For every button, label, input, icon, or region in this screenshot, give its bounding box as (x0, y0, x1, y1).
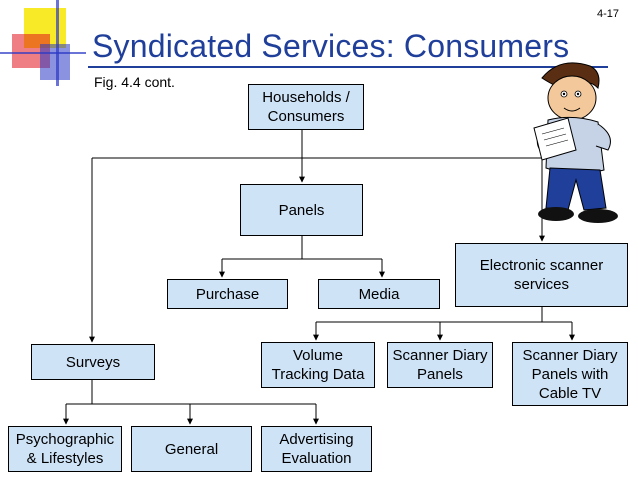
node-scanner-diary-cable: Scanner Diary Panels with Cable TV (512, 342, 628, 406)
node-general: General (131, 426, 252, 472)
figure-caption: Fig. 4.4 cont. (90, 72, 179, 92)
cartoon-person-reading-icon (533, 62, 618, 223)
node-surveys: Surveys (31, 344, 155, 380)
node-volume-tracking: Volume Tracking Data (261, 342, 375, 388)
title-underline (88, 66, 608, 68)
node-scanner-diary-panels: Scanner Diary Panels (387, 342, 493, 388)
node-households: Households / Consumers (248, 84, 364, 130)
node-media: Media (318, 279, 440, 309)
node-electronic-scanner: Electronic scanner services (455, 243, 628, 307)
node-purchase: Purchase (167, 279, 288, 309)
node-panels: Panels (240, 184, 363, 236)
slide-number: 4-17 (597, 8, 620, 20)
slide-title: Syndicated Services: Consumers (92, 28, 570, 64)
node-psychographic: Psychographic & Lifestyles (8, 426, 122, 472)
logo-squares-icon (0, 0, 86, 86)
node-advertising-evaluation: Advertising Evaluation (261, 426, 372, 472)
